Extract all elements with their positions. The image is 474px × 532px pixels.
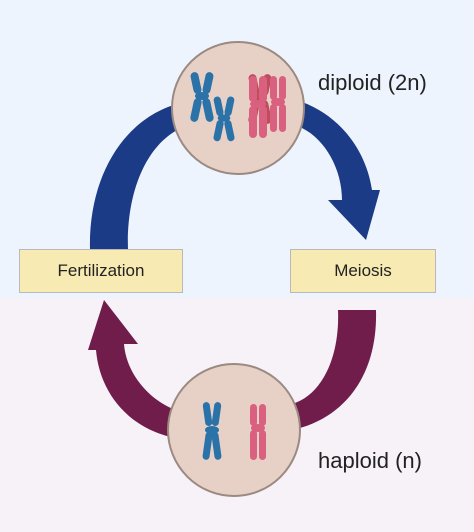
fertilization-label: Fertilization xyxy=(57,261,145,280)
chromosome-icon xyxy=(202,402,222,460)
diploid-cell-icon xyxy=(171,41,305,175)
meiosis-arrow xyxy=(302,102,380,240)
chromosome-icon xyxy=(249,76,267,138)
haploid-cell-icon xyxy=(167,363,301,497)
fertilization-box: Fertilization xyxy=(19,249,183,293)
meiosis-label: Meiosis xyxy=(334,261,392,280)
chromosome-icon xyxy=(270,76,286,132)
chromosome-icon xyxy=(250,404,266,460)
diploid-label: diploid (2n) xyxy=(318,70,427,95)
meiosis-box: Meiosis xyxy=(290,249,436,293)
haploid-cycle-arrow xyxy=(292,310,377,430)
fertilization-arrow xyxy=(88,300,176,438)
diploid-cycle-arrow xyxy=(89,102,186,250)
haploid-label: haploid (n) xyxy=(318,448,422,473)
